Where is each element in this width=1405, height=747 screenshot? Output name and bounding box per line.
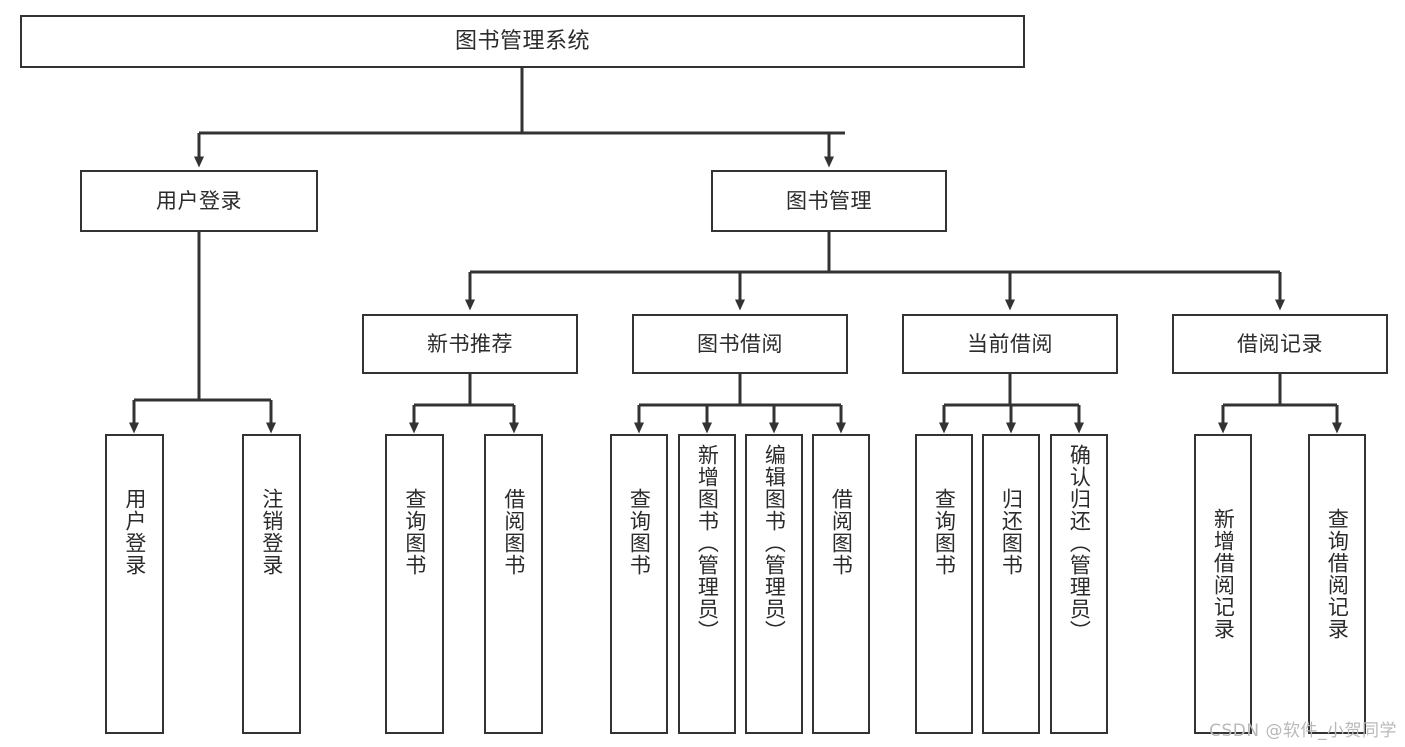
node-borrow-record-label: 借阅记录 (1237, 331, 1323, 356)
node-leaf-query-book-cur-label: 查询图书 (932, 488, 957, 576)
node-book-manage-label: 图书管理 (786, 188, 872, 213)
node-leaf-add-book[interactable]: 新增图书（管理员） (678, 434, 736, 734)
node-leaf-return-book-label: 归还图书 (999, 488, 1024, 576)
node-leaf-query-book-cur[interactable]: 查询图书 (915, 434, 973, 734)
node-leaf-logout-label: 注销登录 (259, 488, 284, 576)
node-leaf-return-book[interactable]: 归还图书 (982, 434, 1040, 734)
node-root[interactable]: 图书管理系统 (20, 15, 1025, 68)
node-current-borrow-label: 当前借阅 (967, 331, 1053, 356)
node-leaf-edit-book-label: 编辑图书（管理员） (762, 444, 787, 642)
node-leaf-confirm-return-label: 确认归还（管理员） (1067, 444, 1092, 642)
node-leaf-borrow-book-rec[interactable]: 借阅图书 (484, 434, 543, 734)
node-book-borrow-label: 图书借阅 (697, 331, 783, 356)
node-user-login[interactable]: 用户登录 (80, 170, 318, 232)
node-leaf-add-record[interactable]: 新增借阅记录 (1194, 434, 1252, 734)
node-leaf-borrow-book-rec-label: 借阅图书 (501, 488, 526, 576)
node-leaf-user-login-label: 用户登录 (122, 488, 147, 576)
node-leaf-borrow-book[interactable]: 借阅图书 (812, 434, 870, 734)
node-leaf-query-book-borrow-label: 查询图书 (627, 488, 652, 576)
node-leaf-borrow-book-label: 借阅图书 (829, 488, 854, 576)
node-book-borrow[interactable]: 图书借阅 (632, 314, 848, 374)
node-borrow-record[interactable]: 借阅记录 (1172, 314, 1388, 374)
node-leaf-query-book-rec-label: 查询图书 (402, 488, 427, 576)
node-leaf-query-book-borrow[interactable]: 查询图书 (610, 434, 668, 734)
node-leaf-edit-book[interactable]: 编辑图书（管理员） (745, 434, 803, 734)
csdn-watermark: CSDN @软件_小贺同学 (1209, 721, 1397, 741)
node-leaf-query-record[interactable]: 查询借阅记录 (1308, 434, 1366, 734)
node-new-book-rec-label: 新书推荐 (427, 331, 513, 356)
node-leaf-user-login[interactable]: 用户登录 (105, 434, 164, 734)
node-leaf-add-book-label: 新增图书（管理员） (695, 444, 720, 642)
node-leaf-logout[interactable]: 注销登录 (242, 434, 301, 734)
node-current-borrow[interactable]: 当前借阅 (902, 314, 1118, 374)
node-leaf-query-book-rec[interactable]: 查询图书 (385, 434, 444, 734)
node-leaf-confirm-return[interactable]: 确认归还（管理员） (1050, 434, 1108, 734)
node-book-manage[interactable]: 图书管理 (711, 170, 947, 232)
node-new-book-rec[interactable]: 新书推荐 (362, 314, 578, 374)
node-leaf-query-record-label: 查询借阅记录 (1325, 508, 1350, 640)
node-root-label: 图书管理系统 (454, 28, 590, 54)
node-leaf-add-record-label: 新增借阅记录 (1211, 508, 1236, 640)
node-user-login-label: 用户登录 (156, 188, 242, 213)
